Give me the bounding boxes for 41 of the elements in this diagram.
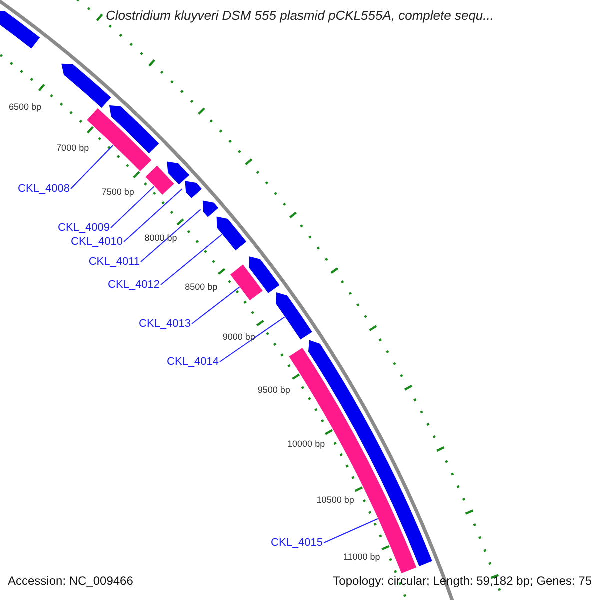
accession-text: Accession: NC_009466 [8,574,134,588]
gene-bar [185,181,202,198]
gene-label: CKL_4008 [18,183,70,196]
gene-bar [230,264,263,300]
tick-label: 7000 bp [56,143,90,154]
leader-line [192,286,240,324]
gene-bar [216,216,247,251]
gene-bar [0,11,40,49]
gene-label: CKL_4015 [271,537,323,550]
gene-label: CKL_4012 [108,279,160,292]
gene-bar [146,166,174,195]
leader-line [160,234,223,286]
tick-label: 10000 bp [288,438,326,449]
gene-bar [276,292,312,340]
tick-label: 6500 bp [9,102,42,112]
leader-line [324,518,378,544]
tick-label: 9500 bp [258,384,290,395]
gene-label: CKL_4013 [139,318,191,331]
tick-label: 9000 bp [222,332,256,342]
gene-bar [62,64,112,108]
tick-label: 8500 bp [185,282,218,292]
leader-line [140,209,202,262]
gene-label: CKL_4014 [167,356,219,369]
tick-label: 10500 bp [316,494,354,505]
gene-bar [249,256,280,294]
gene-bar [167,162,190,185]
gene-label: CKL_4010 [71,236,123,249]
gene-bar [202,200,219,218]
map-title: Clostridium kluyveri DSM 555 plasmid pCKL555A, complete sequ... [104,8,495,23]
gene-label: CKL_4009 [58,222,110,235]
tick-label: 7500 bp [102,187,134,198]
leader-line [220,316,286,362]
leader-line [70,144,114,190]
gene-label: CKL_4011 [88,256,140,269]
tick-label: 8000 bp [144,233,178,244]
gene-bar [87,108,152,172]
leader-line [124,188,183,242]
gene-bar [110,106,160,154]
leader-line [110,186,155,228]
tick-label: 11000 bp [343,552,380,562]
summary-text: Topology: circular; Length: 59,182 bp; Genes: 75 [333,574,592,588]
